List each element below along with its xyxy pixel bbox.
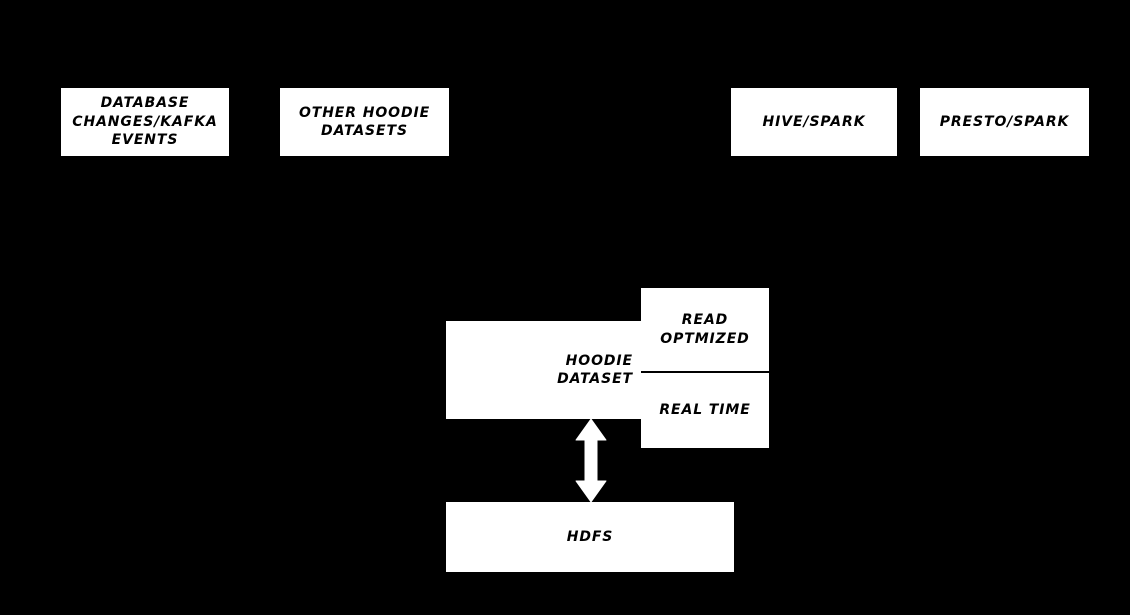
node-label-read-optimized-view: READ OPTMIZED xyxy=(660,312,750,347)
double-headed-arrow-icon xyxy=(575,418,607,503)
node-hdfs[interactable]: HDFS xyxy=(446,502,734,572)
node-label-database-changes-kafka-events: DATABASE CHANGES/KAFKA EVENTS xyxy=(72,95,218,149)
node-label-hive-spark: HIVE/SPARK xyxy=(762,113,866,130)
node-label-real-time-view: REAL TIME xyxy=(659,402,751,419)
node-other-hoodie-datasets[interactable]: OTHER HOODIE DATASETS xyxy=(280,88,449,156)
node-database-changes-kafka-events[interactable]: DATABASE CHANGES/KAFKA EVENTS xyxy=(61,88,229,156)
node-label-presto-spark: PRESTO/SPARK xyxy=(939,113,1070,130)
node-hoodie-dataset[interactable]: HOODIE DATASET xyxy=(446,321,641,419)
node-label-hdfs: HDFS xyxy=(566,528,614,545)
node-presto-spark[interactable]: PRESTO/SPARK xyxy=(920,88,1089,156)
node-label-hoodie-dataset: HOODIE DATASET xyxy=(557,352,633,387)
node-hive-spark[interactable]: HIVE/SPARK xyxy=(731,88,897,156)
node-real-time-view[interactable]: REAL TIME xyxy=(641,371,769,448)
node-read-optimized-view[interactable]: READ OPTMIZED xyxy=(641,288,769,371)
node-label-other-hoodie-datasets: OTHER HOODIE DATASETS xyxy=(298,104,431,139)
